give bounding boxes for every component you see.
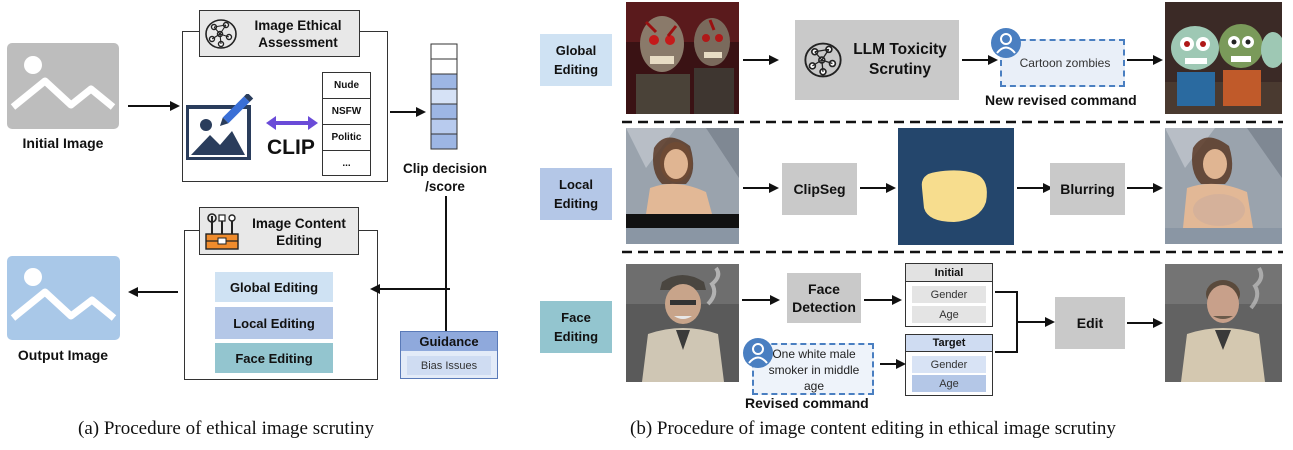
clip-double-arrow (266, 116, 318, 130)
zombie-image (626, 2, 739, 114)
face-command-text: One white male smoker in middle age (768, 347, 860, 393)
guidance-box: Guidance Bias Issues (400, 331, 498, 379)
llm-toxicity-box: LLM Toxicity Scrutiny (795, 20, 959, 100)
output-image-icon (7, 256, 120, 340)
initial-gender-cell: Gender (912, 286, 986, 303)
cartoon-command-box: Cartoon zombies (1000, 39, 1125, 87)
local-editing-option: Local Editing (215, 307, 333, 339)
face-command-frame: One white male smoker in middle age (752, 343, 874, 395)
toolbox-icon (203, 212, 243, 252)
user-icon (742, 337, 774, 369)
cartoon-command-text: Cartoon zombies (1019, 56, 1111, 70)
output-image-label: Output Image (17, 347, 109, 363)
llm-toxicity-label: LLM Toxicity Scrutiny (853, 41, 947, 78)
initial-image-icon (7, 43, 119, 129)
segmentation-mask (898, 128, 1014, 245)
edited-man-image (1165, 264, 1282, 382)
arrow (370, 283, 450, 295)
arrow (860, 182, 896, 194)
initial-attributes-table: Initial Gender Age (905, 263, 993, 327)
face-detection-box: Face Detection (787, 273, 861, 323)
category-nsfw: NSFW (323, 99, 370, 125)
arrow (128, 100, 180, 112)
row-label-global: Global Editing (540, 34, 612, 86)
arrow (390, 106, 426, 118)
blurring-box: Blurring (1050, 163, 1125, 215)
arrow (1127, 54, 1163, 66)
arrow (743, 54, 779, 66)
neural-network-icon (803, 40, 843, 80)
category-more: ... (342, 157, 351, 169)
neural-network-icon (204, 17, 238, 51)
painting-image (626, 128, 739, 244)
arrow (864, 294, 902, 306)
initial-age-cell: Age (912, 306, 986, 323)
clip-decision-label: Clip decision /score (402, 161, 487, 194)
target-attributes-table: Target Gender Age (905, 334, 993, 396)
editing-title: Image Content Editing (252, 216, 346, 248)
category-list: Nude NSFW Politic ... (322, 72, 371, 176)
caption-b: (b) Procedure of image content editing i… (630, 418, 1116, 439)
face-editing-option: Face Editing (215, 343, 333, 373)
connector-line (440, 196, 452, 332)
global-editing-option: Global Editing (215, 272, 333, 302)
guidance-item: Bias Issues (407, 356, 491, 375)
arrow (743, 182, 779, 194)
new-revised-command-label: New revised command (985, 92, 1137, 108)
target-gender-cell: Gender (912, 356, 986, 373)
arrow (1127, 317, 1163, 329)
face-command-box: One white male smoker in middle age (742, 337, 877, 397)
row-separator (622, 120, 1283, 124)
edit-box: Edit (1055, 297, 1125, 349)
row-label-local: Local Editing (540, 168, 612, 220)
arrow (1017, 182, 1053, 194)
target-table-title: Target (906, 335, 992, 352)
blurred-painting-image (1165, 128, 1282, 244)
arrow (880, 358, 906, 370)
arrow (1127, 182, 1163, 194)
target-age-cell: Age (912, 375, 986, 392)
revised-command-label: Revised command (745, 395, 869, 411)
assessment-header: Image Ethical Assessment (199, 10, 360, 57)
user-icon (990, 27, 1022, 59)
guidance-title: Guidance (401, 332, 497, 351)
category-nude: Nude (323, 73, 370, 99)
merge-connector (995, 290, 1055, 356)
initial-image-label: Initial Image (22, 135, 104, 151)
clipseg-box: ClipSeg (782, 163, 857, 215)
arrow (742, 294, 780, 306)
clip-score-vector (430, 43, 458, 155)
cartoon-zombie-image (1165, 2, 1282, 114)
arrow (128, 286, 178, 298)
arrow (962, 54, 998, 66)
clip-label: CLIP (267, 136, 315, 159)
category-politic: Politic (323, 125, 370, 151)
initial-table-title: Initial (906, 264, 992, 282)
old-man-image (626, 264, 739, 382)
row-label-face: Face Editing (540, 301, 612, 353)
image-edit-icon (186, 94, 264, 160)
caption-a: (a) Procedure of ethical image scrutiny (78, 418, 374, 439)
editing-header: Image Content Editing (199, 207, 359, 255)
row-separator (622, 250, 1283, 254)
assessment-title: Image Ethical Assessment (254, 18, 342, 50)
